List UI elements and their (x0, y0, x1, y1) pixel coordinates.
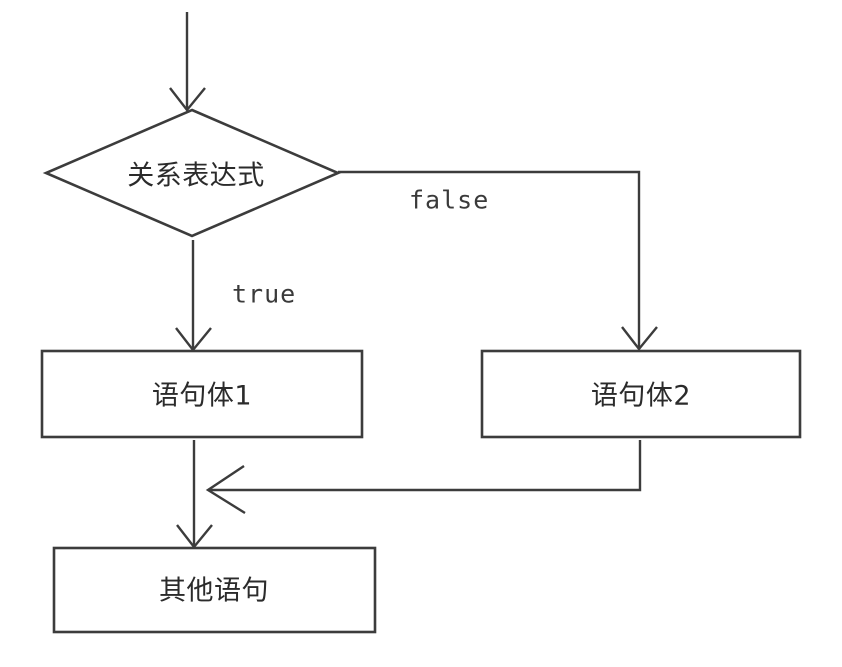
other-rect-shape (52, 546, 377, 634)
edge-entry (169, 12, 206, 112)
body1-label: 语句体1 (152, 381, 252, 412)
node-body1[interactable]: 语句体1 (40, 349, 364, 439)
edge-body1-to-other (176, 440, 213, 549)
body2-merge-line (210, 440, 642, 492)
node-body2[interactable]: 语句体2 (480, 349, 802, 439)
decision-diamond-shape (42, 108, 342, 238)
edge-label-false: false (409, 186, 489, 215)
entry-arrowhead-v (169, 87, 206, 112)
body2-merge-arrowhead (205, 465, 246, 515)
node-decision[interactable]: 关系表达式 (42, 108, 342, 238)
body2-rect-shape (480, 349, 802, 439)
edge-label-true: true (232, 280, 296, 309)
decision-label: 关系表达式 (127, 161, 265, 192)
false-branch-arrowhead (621, 326, 658, 351)
body1-rect-shape (40, 349, 364, 439)
other-label: 其他语句 (159, 576, 269, 607)
body2-label: 语句体2 (591, 381, 691, 412)
edge-true-branch: true (175, 240, 296, 352)
node-other[interactable]: 其他语句 (52, 546, 377, 634)
edge-false-branch: false (338, 170, 658, 351)
edge-body2-merge (205, 440, 642, 515)
false-branch-line (338, 170, 641, 348)
